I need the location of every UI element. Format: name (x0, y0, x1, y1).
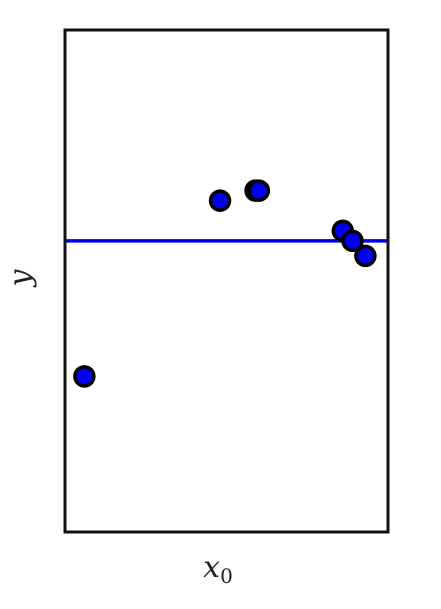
x-axis-label-text: x (203, 550, 220, 585)
plot-area (65, 179, 388, 388)
x-axis-label-subscript: 0 (220, 564, 233, 588)
x-axis-label: x0 (203, 550, 233, 588)
scatter-point (341, 229, 364, 253)
y-axis-label: y (3, 268, 38, 288)
plot-frame (63, 28, 390, 534)
scatter-point (354, 244, 377, 268)
scatter-point (73, 365, 96, 388)
scatter-point (208, 189, 232, 212)
scatter-point (247, 179, 271, 202)
